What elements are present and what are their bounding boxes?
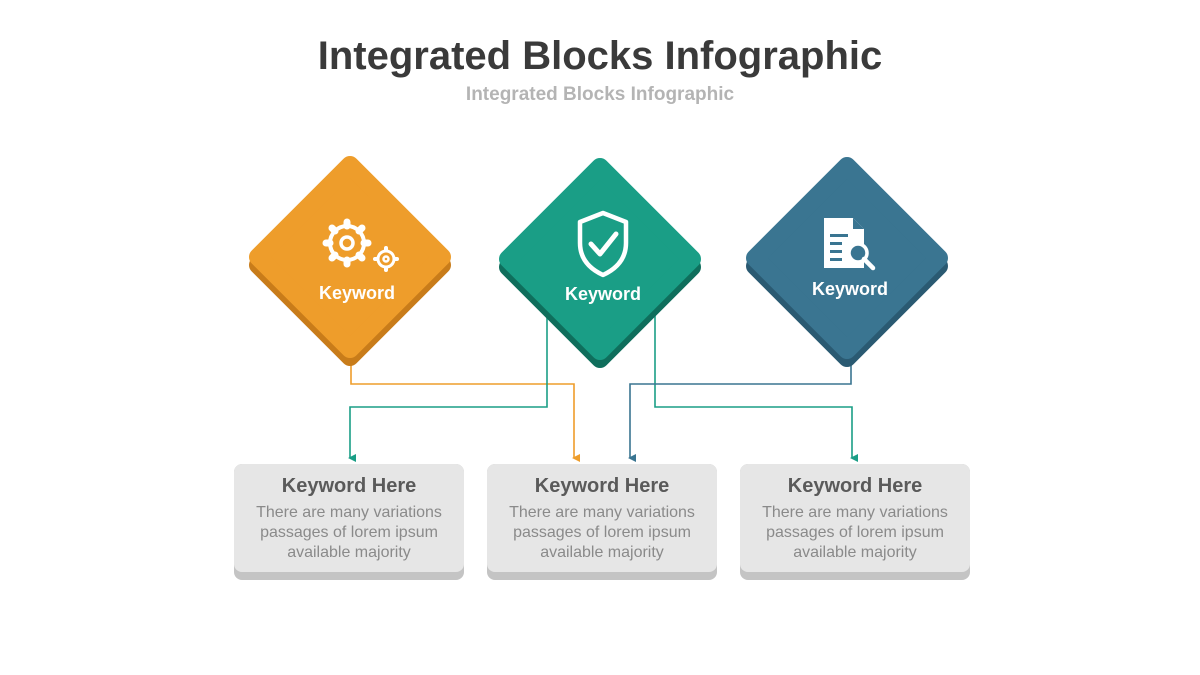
block-3-label: Keyword xyxy=(811,279,889,299)
connector-blue xyxy=(628,355,852,462)
card-3-text: There are many variations passages of lo… xyxy=(762,504,948,561)
card-3: Keyword Here There are many variations p… xyxy=(740,464,970,572)
card-3-title: Keyword Here xyxy=(787,475,923,497)
card-1: Keyword Here There are many variations p… xyxy=(234,464,464,572)
page-title: Integrated Blocks Infographic xyxy=(317,34,883,78)
gears-icon xyxy=(322,218,399,272)
page-subtitle: Integrated Blocks Infographic xyxy=(465,84,735,105)
connector-teal-left xyxy=(348,308,548,462)
card-2-text: There are many variations passages of lo… xyxy=(509,504,695,561)
diamond-block-2 xyxy=(499,158,701,368)
connector-teal-right xyxy=(654,308,858,462)
document-search-icon xyxy=(824,218,876,271)
shield-check-icon xyxy=(577,210,629,278)
block-2-label: Keyword xyxy=(564,284,642,304)
card-2: Keyword Here There are many variations p… xyxy=(487,464,717,572)
block-1-label: Keyword xyxy=(318,283,396,303)
connector-orange xyxy=(350,355,580,462)
card-1-title: Keyword Here xyxy=(281,475,417,497)
card-2-title: Keyword Here xyxy=(534,475,670,497)
card-1-text: There are many variations passages of lo… xyxy=(256,504,442,561)
